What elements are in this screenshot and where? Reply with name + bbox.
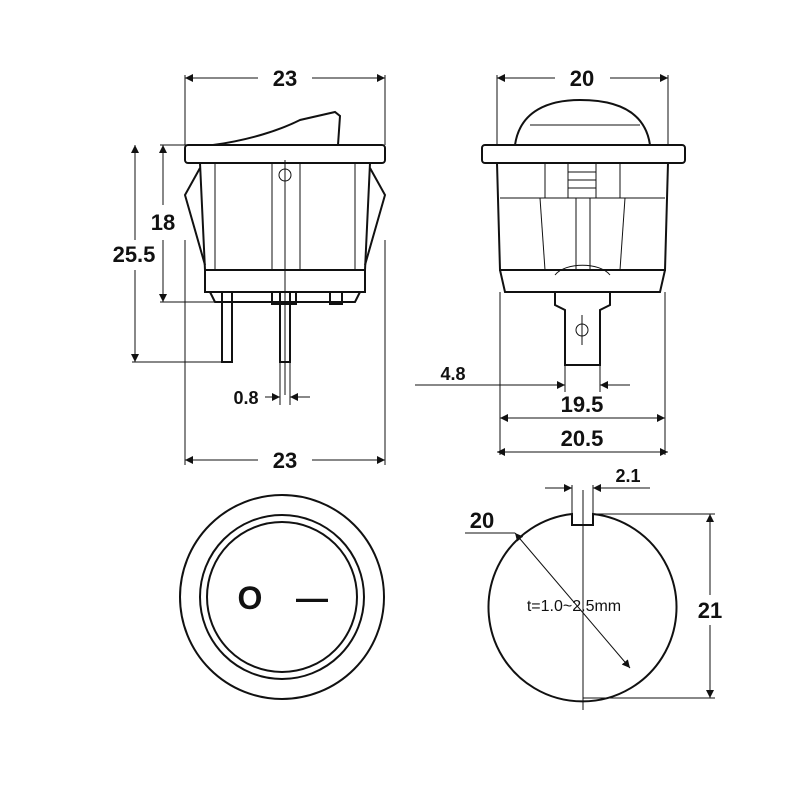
front-base [499, 269, 666, 293]
side-clip-left [183, 167, 206, 266]
on-symbol: — [296, 580, 328, 616]
top-view: O — [179, 494, 385, 700]
front-terminal [554, 292, 611, 366]
thickness-note: t=1.0~2.5mm [527, 598, 621, 615]
dim-front-pin-offset: 4.8 [440, 364, 465, 384]
outer-ring [179, 494, 385, 700]
off-symbol: O [238, 580, 263, 616]
side-view: 23 18 25.5 0.8 23 [113, 66, 387, 473]
dim-cutout-key: 2.1 [615, 466, 640, 486]
front-view: 20 4.8 19.5 20.5 [415, 66, 686, 456]
dim-front-width-body: 19.5 [561, 392, 604, 417]
dim-side-width-top: 23 [273, 66, 297, 91]
rocker-face [206, 521, 358, 673]
dim-cutout-diameter: 20 [470, 508, 494, 533]
dim-front-width-flange: 20.5 [561, 426, 604, 451]
dim-side-height-total: 25.5 [113, 242, 156, 267]
side-clip-right [364, 167, 387, 266]
cutout-outline [487, 512, 678, 703]
pin-left [221, 291, 233, 363]
inner-ring [199, 514, 365, 680]
panel-cutout: 20 2.1 21 t=1.0~2.5mm [465, 466, 722, 710]
dim-cutout-height: 21 [698, 598, 722, 623]
dim-front-width-top: 20 [570, 66, 594, 91]
rocker-dome [514, 98, 651, 146]
front-bezel [481, 144, 686, 164]
rocker-actuator [212, 110, 342, 146]
dim-side-pin-thickness: 0.8 [233, 388, 258, 408]
dim-side-height-inner: 18 [151, 210, 175, 235]
dim-side-width-bottom: 23 [273, 448, 297, 473]
